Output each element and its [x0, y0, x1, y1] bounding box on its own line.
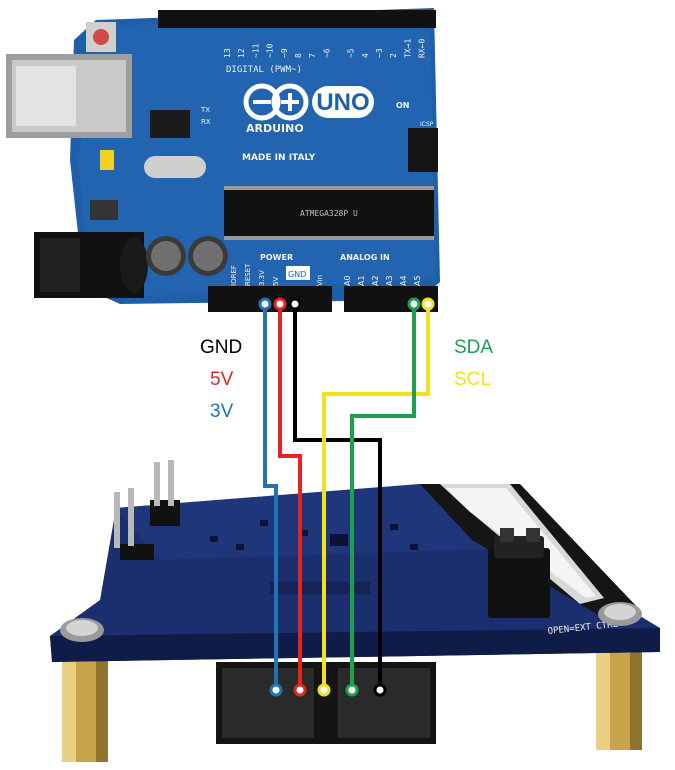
digital-pin-label: 4	[361, 53, 370, 58]
pin-label-reset: RESET	[244, 263, 252, 286]
digital-pin-label: ~11	[251, 43, 260, 58]
wire-5v	[278, 304, 302, 690]
digital-pin-label: 2	[389, 53, 398, 58]
terminal-scl-bottom	[317, 683, 331, 697]
icsp-header	[408, 128, 438, 172]
digital-pin-label: ~3	[375, 48, 384, 58]
terminal-3v-bottom	[269, 683, 283, 697]
tx-label: TX	[200, 106, 210, 114]
terminal-5v-top	[273, 297, 287, 311]
terminal-3v-top	[258, 297, 272, 311]
standoff-right	[596, 650, 642, 750]
power-label: POWER	[260, 253, 293, 262]
icsp-label: ICSP	[420, 121, 434, 128]
label-gnd: GND	[200, 337, 243, 358]
pin-label-5v: 5V	[272, 277, 280, 286]
wire-3v	[263, 304, 278, 690]
made-in-label: MADE IN ITALY	[242, 153, 316, 163]
wire-scl	[322, 304, 430, 690]
pin-label-a5: A5	[413, 275, 422, 286]
crystal	[144, 156, 206, 178]
arduino-brand: ARDUINO	[246, 122, 304, 135]
uno-logo-word: UNO	[316, 89, 369, 116]
bottom-headers	[208, 286, 438, 312]
rx-label: RX	[201, 118, 211, 126]
pin-label-ioref: IOREF	[230, 265, 238, 286]
pin-label-gnd: GND	[288, 270, 306, 279]
digital-pin-label: 8	[294, 53, 303, 58]
label-3v: 3V	[210, 401, 234, 422]
label-sda: SDA	[454, 337, 494, 358]
digital-pin-label: 7	[308, 53, 317, 58]
screw-left	[60, 618, 104, 642]
label-scl: SCL	[454, 369, 491, 390]
digital-header	[158, 10, 436, 28]
screw-right	[598, 602, 642, 626]
dc-jack	[34, 232, 148, 298]
digital-pin-label: ~6	[322, 48, 331, 58]
chip-label: ATMEGA328P U	[300, 209, 358, 218]
label-5v: 5V	[210, 369, 234, 390]
display-module: OPEN=EXT CTRL	[50, 460, 660, 762]
arduino-logo: UNO ARDUINO MADE IN ITALY	[242, 83, 374, 163]
digital-pin-label: RX←0	[418, 39, 427, 58]
terminal-gnd-bottom	[373, 683, 387, 697]
digital-pin-label: TX→1	[403, 39, 412, 58]
analog-label: ANALOG IN	[340, 253, 390, 262]
on-label: ON	[396, 101, 410, 110]
standoff-left	[62, 650, 108, 762]
terminal-sda-bottom	[345, 683, 359, 697]
digital-label: DIGITAL (PWM~)	[226, 65, 302, 75]
wire-terminals	[258, 297, 435, 697]
pin-label-a1: A1	[357, 275, 366, 286]
digital-pin-label: ~5	[347, 48, 356, 58]
pin-label-a4: A4	[399, 275, 408, 286]
terminal-sda-top	[407, 297, 421, 311]
wire-gnd	[293, 304, 382, 690]
jumper-block	[488, 528, 550, 618]
reset-button	[86, 22, 116, 52]
pin-label-a0: A0	[343, 275, 352, 286]
digital-pin-label: 12	[237, 48, 246, 58]
digital-pin-label: 13	[223, 48, 232, 58]
pin-label-33v: 3.3V	[258, 270, 266, 286]
terminal-5v-bottom	[293, 683, 307, 697]
module-components	[210, 520, 418, 594]
module-header-pins	[114, 460, 180, 578]
usb-connector	[6, 54, 132, 138]
terminal-gnd-top	[288, 297, 302, 311]
wires	[263, 304, 430, 690]
pin-label-a2: A2	[371, 275, 380, 286]
bottom-pin-labels: IOREF RESET 3.3V 5V GND Vin A0 A1 A2 A3 …	[230, 263, 422, 286]
wire-sda	[350, 304, 416, 690]
atmega-chip: ATMEGA328P U	[224, 186, 434, 240]
digital-pin-label: ~9	[280, 48, 289, 58]
terminal-scl-top	[421, 297, 435, 311]
digital-pin-label: ~10	[266, 43, 275, 58]
capacitors	[146, 236, 228, 276]
pin-label-vin: Vin	[316, 275, 324, 286]
pin-label-a3: A3	[385, 275, 394, 286]
